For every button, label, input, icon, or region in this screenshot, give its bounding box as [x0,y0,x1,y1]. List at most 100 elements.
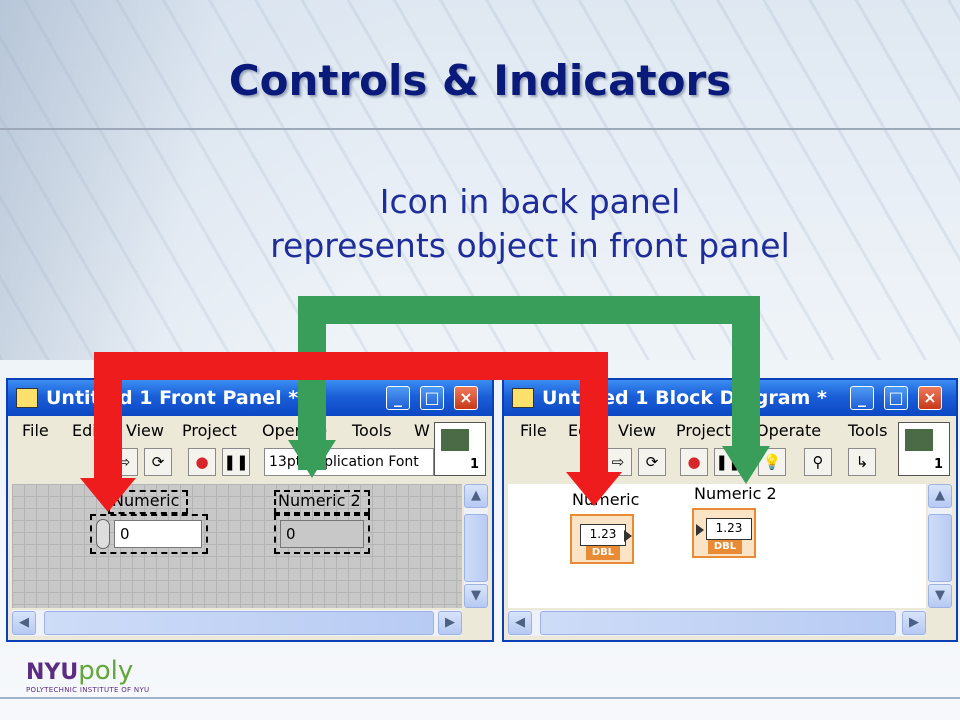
subtitle-line-1: Icon in back panel [379,182,681,221]
block-diagram-menubar: File Edit View Project Operate Tools [504,418,898,444]
stop-sign-icon: ● [687,453,701,471]
menu-file[interactable]: File [520,421,547,440]
close-icon: × [923,388,937,407]
chevron-up-icon: ▲ [935,488,945,503]
retain-wire-values-button[interactable]: ⚲ [804,448,832,476]
vi-icon[interactable]: 1 [434,422,486,476]
block-diagram-vertical-scrollbar[interactable]: ▲ ▼ [928,484,952,608]
logo-poly-text: poly [78,656,134,686]
close-icon: × [459,388,473,407]
menu-window[interactable]: W [414,421,430,440]
scroll-down-button[interactable]: ▼ [464,584,488,608]
menu-operate[interactable]: Operate [756,421,822,440]
run-continuously-button[interactable]: ⟳ [638,448,666,476]
front-panel-window: Untitled 1 Front Panel * _ □ × File Edit… [6,378,494,642]
block-diagram-toolbar: ⇨ ⟳ ● ❚❚ 💡 ⚲ ↳ [504,444,898,482]
green-arrowhead-right [722,446,770,484]
abort-button[interactable]: ● [680,448,708,476]
scroll-left-button[interactable]: ◀ [12,611,36,635]
run-button[interactable]: ⇨ [604,448,632,476]
front-panel-horizontal-scrollbar[interactable]: ◀ ▶ [12,610,462,636]
scroll-down-button[interactable]: ▼ [928,584,952,608]
scroll-right-button[interactable]: ▶ [902,611,926,635]
slide-subtitle: Icon in back panel represents object in … [0,180,960,268]
scroll-left-button[interactable]: ◀ [508,611,532,635]
chevron-down-icon: ▼ [471,588,481,603]
indicator-label: Numeric 2 [278,491,361,510]
indicator-label-box [274,490,370,514]
minimize-button[interactable]: _ [386,386,410,410]
menu-view[interactable]: View [618,421,656,440]
block-diagram-canvas[interactable]: Numeric 1.23 DBL Numeric 2 1.23 DBL [508,484,926,608]
pause-icon: ❚❚ [223,453,249,471]
minimize-icon: _ [394,388,402,407]
vi-icon[interactable]: 1 [898,422,950,476]
indicator-terminal-value: 1.23 [706,518,752,540]
logo-subtitle: POLYTECHNIC INSTITUTE OF NYU [26,686,150,694]
run-continuously-button[interactable]: ⟳ [144,448,172,476]
scroll-right-button[interactable]: ▶ [438,611,462,635]
input-arrow-icon [696,524,704,536]
chevron-left-icon: ◀ [515,615,525,630]
footer-divider [0,697,960,699]
close-button[interactable]: × [918,386,942,410]
step-into-button[interactable]: ↳ [848,448,876,476]
horizontal-scroll-thumb[interactable] [540,611,896,635]
stop-sign-icon: ● [195,453,209,471]
front-panel-canvas[interactable]: Numeric 0 Numeric 2 0 [12,484,462,608]
red-arrowhead-right [566,472,622,506]
run-continuously-icon: ⟳ [645,453,659,471]
numeric-control-terminal[interactable]: 1.23 DBL [570,514,634,564]
control-terminal-type: DBL [586,546,620,560]
subtitle-line-2: represents object in front panel [270,226,790,265]
close-button[interactable]: × [454,386,478,410]
vertical-scroll-thumb[interactable] [928,514,952,582]
pause-button[interactable]: ❚❚ [222,448,250,476]
numeric-control-input[interactable]: 0 [114,520,202,548]
front-panel-menubar: File Edit View Project Operate Tools W [8,418,434,444]
maximize-button[interactable]: □ [420,386,444,410]
chevron-right-icon: ▶ [445,615,455,630]
red-arrow-shaft [94,352,608,480]
numeric-indicator-display: 0 [280,520,364,548]
abort-button[interactable]: ● [188,448,216,476]
front-panel-vertical-scrollbar[interactable]: ▲ ▼ [464,484,488,608]
run-continuously-icon: ⟳ [151,453,165,471]
front-panel-toolbar: ⇨ ⟳ ● ❚❚ 13pt Application Font [8,444,434,482]
menu-tools[interactable]: Tools [848,421,888,440]
maximize-button[interactable]: □ [884,386,908,410]
green-arrowhead-left [288,440,336,478]
red-arrowhead-left [80,478,136,512]
block-diagram-window: Untitled 1 Block Diagram * _ □ × File Ed… [502,378,958,642]
probe-icon: ⚲ [812,453,824,471]
indicator-terminal-label: Numeric 2 [694,484,777,503]
maximize-icon: □ [888,388,904,407]
menu-project[interactable]: Project [676,421,731,440]
vi-icon-screen [905,429,933,451]
minimize-button[interactable]: _ [850,386,874,410]
slide-title: Controls & Indicators [228,56,732,105]
scroll-up-button[interactable]: ▲ [464,484,488,508]
step-into-icon: ↳ [855,453,869,471]
vertical-scroll-thumb[interactable] [464,514,488,582]
control-box[interactable] [90,514,208,554]
labview-app-icon [512,388,534,408]
horizontal-scroll-thumb[interactable] [44,611,434,635]
menu-file[interactable]: File [22,421,49,440]
menu-tools[interactable]: Tools [352,421,392,440]
scroll-up-button[interactable]: ▲ [928,484,952,508]
menu-project[interactable]: Project [182,421,237,440]
chevron-down-icon: ▼ [935,588,945,603]
increment-decrement-icon[interactable] [96,519,110,549]
green-arrow-shaft [298,296,760,470]
indicator-box[interactable] [274,514,370,554]
nyu-poly-logo: NYUpoly POLYTECHNIC INSTITUTE OF NYU [26,656,149,694]
menu-view[interactable]: View [126,421,164,440]
numeric-indicator-terminal[interactable]: 1.23 DBL [692,508,756,558]
labview-app-icon [16,388,38,408]
block-diagram-horizontal-scrollbar[interactable]: ◀ ▶ [508,610,926,636]
lightbulb-icon: 💡 [762,453,782,471]
indicator-terminal-type: DBL [708,540,742,554]
block-diagram-titlebar[interactable]: Untitled 1 Block Diagram * _ □ × [504,380,956,416]
vi-icon-number: 1 [933,457,943,472]
